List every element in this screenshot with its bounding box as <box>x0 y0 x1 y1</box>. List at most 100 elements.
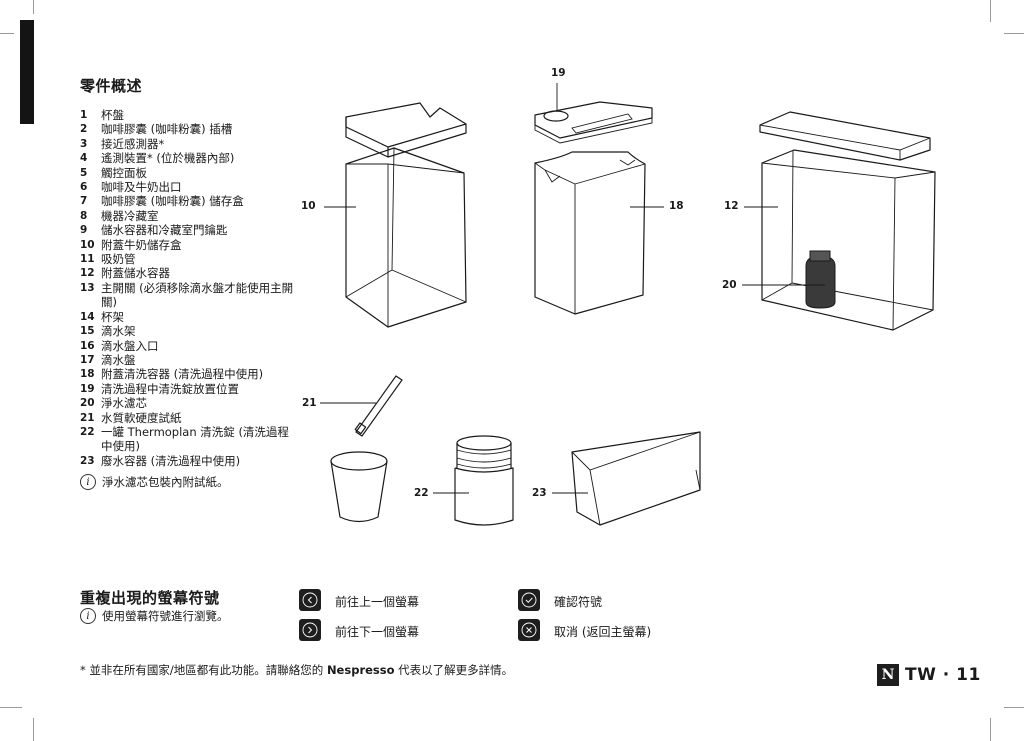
callout-22: 22 <box>414 487 429 499</box>
chevron-right-icon <box>302 622 318 638</box>
part-number: 14 <box>80 310 95 323</box>
page-number: N TW · 11 <box>877 664 981 686</box>
part-number: 17 <box>80 353 95 366</box>
part-label: 接近感測器* <box>101 136 165 151</box>
list-item: 4 遙測裝置* (位於機器內部) <box>80 151 295 165</box>
part-label: 觸控面板 <box>101 165 147 180</box>
crop-mark <box>1004 707 1024 708</box>
crop-mark <box>1004 33 1024 34</box>
parts-note-text: 淨水濾芯包裝內附試紙。 <box>102 475 229 489</box>
crop-mark <box>33 718 34 741</box>
list-item: 20 淨水濾芯 <box>80 396 295 410</box>
list-item: 19 清洗過程中清洗錠放置位置 <box>80 382 295 396</box>
part-number: 21 <box>80 411 95 424</box>
part-number: 9 <box>80 224 88 237</box>
part-number: 10 <box>80 238 95 251</box>
callout-20: 20 <box>722 279 737 291</box>
callout-19: 19 <box>551 67 566 79</box>
footnote-text-start: * 並非在所有國家/地區都有此功能。請聯絡您的 <box>80 663 327 677</box>
part-label: 淨水濾芯 <box>101 396 147 411</box>
previous-screen-symbol <box>299 589 321 611</box>
brand-logo-icon: N <box>877 664 899 686</box>
water-tank-lid <box>759 111 931 161</box>
confirm-label: 確認符號 <box>554 595 603 609</box>
close-icon <box>521 622 537 638</box>
crop-mark <box>33 0 34 14</box>
symbols-note-text: 使用螢幕符號進行瀏覽。 <box>102 609 229 623</box>
part-number: 2 <box>80 123 88 136</box>
part-number: 6 <box>80 181 88 194</box>
part-label: 廢水容器 (清洗過程中使用) <box>101 453 241 468</box>
part-label: 杯盤 <box>101 108 124 122</box>
part-number: 23 <box>80 454 95 467</box>
part-number: 5 <box>80 166 88 179</box>
cleaning-cup <box>330 451 388 523</box>
list-item: 10 附蓋牛奶儲存盒 <box>80 238 295 252</box>
part-number: 12 <box>80 267 95 280</box>
chevron-left-icon <box>302 592 318 608</box>
part-label: 滴水盤入口 <box>101 338 159 353</box>
callout-21: 21 <box>302 397 317 409</box>
callout-12: 12 <box>724 200 739 212</box>
list-item: 21 水質軟硬度試紙 <box>80 411 295 425</box>
waste-water-container <box>571 431 701 526</box>
cancel-symbol <box>518 619 540 641</box>
part-label: 咖啡膠囊 (咖啡粉囊) 插槽 <box>101 122 233 137</box>
part-label: 附蓋牛奶儲存盒 <box>101 237 182 252</box>
list-item: 2 咖啡膠囊 (咖啡粉囊) 插槽 <box>80 122 295 136</box>
symbols-note: i 使用螢幕符號進行瀏覽。 <box>80 608 229 624</box>
crop-mark <box>0 707 22 708</box>
part-number: 16 <box>80 339 95 352</box>
part-label: 一罐 Thermoplan 清洗錠 (清洗過程中使用) <box>101 424 289 454</box>
page-number-text: TW · 11 <box>905 665 981 685</box>
footnote: * 並非在所有國家/地區都有此功能。請聯絡您的 Nespresso 代表以了解更… <box>80 662 513 678</box>
part-number: 19 <box>80 382 95 395</box>
parts-title: 零件概述 <box>80 77 143 95</box>
test-strip <box>354 375 403 437</box>
part-label: 遙測裝置* (位於機器內部) <box>101 151 235 166</box>
cleaning-container <box>534 151 646 315</box>
crop-mark <box>990 0 991 22</box>
water-tank <box>761 149 936 331</box>
part-number: 20 <box>80 397 95 410</box>
section-tab <box>20 20 34 124</box>
part-label: 咖啡及牛奶出口 <box>101 180 182 195</box>
callout-18: 18 <box>669 200 684 212</box>
list-item: 5 觸控面板 <box>80 166 295 180</box>
crop-mark <box>0 33 14 34</box>
footnote-brand: Nespresso <box>326 663 395 677</box>
next-screen-symbol <box>299 619 321 641</box>
part-label: 水質軟硬度試紙 <box>101 410 182 425</box>
part-label: 滴水架 <box>101 324 136 339</box>
part-number: 18 <box>80 368 95 381</box>
footnote-text-end: 代表以了解更多詳情。 <box>394 663 514 677</box>
part-number: 7 <box>80 195 88 208</box>
parts-note: i 淨水濾芯包裝內附試紙。 <box>80 474 229 490</box>
milk-container <box>345 147 467 328</box>
callout-23: 23 <box>532 487 547 499</box>
list-item: 17 滴水盤 <box>80 353 295 367</box>
part-label: 清洗過程中清洗錠放置位置 <box>101 381 239 396</box>
part-number: 4 <box>80 152 88 165</box>
water-filter <box>805 250 836 309</box>
list-item: 16 滴水盤入口 <box>80 339 295 353</box>
part-label: 附蓋儲水容器 <box>101 266 170 281</box>
part-label: 滴水盤 <box>101 352 136 367</box>
part-label: 吸奶管 <box>101 252 136 267</box>
part-number: 8 <box>80 209 88 222</box>
check-icon <box>521 592 537 608</box>
next-screen-label: 前往下一個螢幕 <box>335 625 420 639</box>
cancel-label: 取消 (返回主螢幕) <box>554 625 652 639</box>
callout-10: 10 <box>301 200 316 212</box>
